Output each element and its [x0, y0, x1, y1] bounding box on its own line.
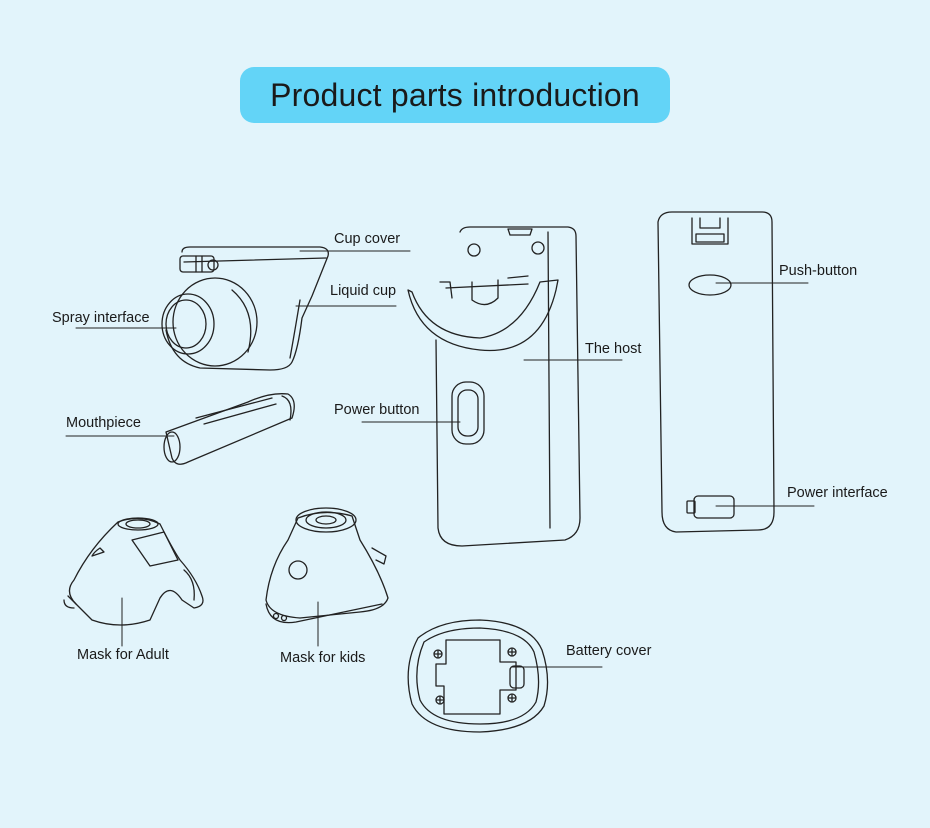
host-front-drawing [407, 226, 581, 547]
kids-mask-drawing [265, 507, 389, 624]
label-battery-cover: Battery cover [566, 643, 652, 659]
cup-assembly-drawing [161, 246, 329, 371]
leader-lines [65, 250, 815, 668]
label-mask-kids: Mask for kids [280, 650, 366, 666]
label-mouthpiece: Mouthpiece [66, 415, 141, 431]
label-push-button: Push-button [779, 263, 858, 279]
page-title: Product parts introduction [270, 76, 640, 113]
mouthpiece-drawing [163, 393, 295, 465]
label-cup-cover: Cup cover [334, 231, 401, 247]
label-power-button: Power button [334, 402, 420, 418]
label-mask-adult: Mask for Adult [77, 647, 169, 663]
label-spray-interface: Spray interface [52, 310, 150, 326]
label-the-host: The host [585, 341, 642, 357]
label-liquid-cup: Liquid cup [330, 283, 397, 299]
label-power-interface: Power interface [787, 485, 888, 501]
title-banner: Product parts introduction [240, 67, 670, 123]
host-back-drawing [657, 211, 775, 533]
adult-mask-drawing [63, 517, 204, 626]
battery-cover-drawing [407, 619, 549, 733]
